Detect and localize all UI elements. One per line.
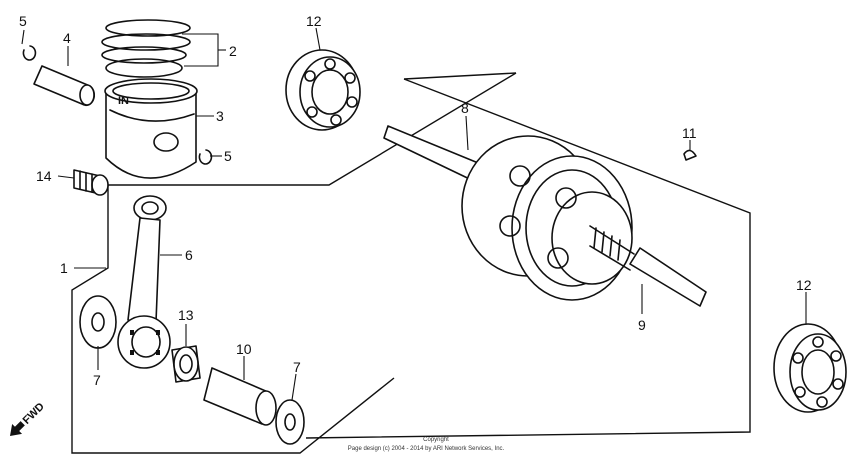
callout-13: 13 (178, 307, 194, 323)
crankshaft-bearing-top[interactable] (285, 49, 361, 131)
piston-pin-clip[interactable] (198, 149, 213, 165)
thrust-washer-right[interactable] (275, 399, 305, 445)
fwd-label: FWD (21, 401, 47, 427)
crankshaft-assembly[interactable] (383, 125, 707, 307)
crankshaft-bearing-bottom[interactable] (773, 323, 847, 413)
callout-12: 12 (306, 13, 322, 29)
crank-pin[interactable] (203, 367, 277, 426)
copyright-notice: Page design (c) 2004 - 2014 by ARI Netwo… (348, 446, 505, 452)
callout-11: 11 (682, 125, 697, 141)
copyright-title: Copyright (423, 437, 449, 443)
svg-text:IN: IN (118, 95, 129, 107)
thrust-washer-left[interactable] (79, 295, 117, 349)
callout-7: 7 (293, 359, 301, 375)
woodruff-key[interactable] (683, 149, 697, 161)
callout-12: 12 (796, 277, 812, 293)
callout-5: 5 (19, 13, 27, 29)
callout-10: 10 (236, 341, 252, 357)
piston-ring-set[interactable] (101, 19, 191, 78)
assembly-frame (71, 72, 517, 454)
callout-5: 5 (224, 148, 232, 164)
piston-pin-clip[interactable] (22, 45, 37, 61)
callout-9: 9 (638, 317, 646, 333)
piston[interactable]: IN (104, 78, 198, 179)
forward-arrow-icon: FWD (10, 401, 47, 436)
callout-1: 1 (60, 260, 68, 276)
callout-7: 7 (93, 372, 101, 388)
connecting-rod[interactable] (117, 195, 171, 369)
callout-6: 6 (185, 247, 193, 263)
callout-2: 2 (229, 43, 237, 59)
callout-3: 3 (216, 108, 224, 124)
callout-14: 14 (36, 168, 52, 184)
assembly-frame-right (305, 78, 751, 439)
callout-4: 4 (63, 30, 71, 46)
needle-bearing-big-end[interactable] (171, 345, 201, 383)
needle-bearing-small-end[interactable] (73, 169, 109, 196)
callout-8: 8 (461, 100, 469, 116)
piston-pin[interactable] (33, 65, 95, 107)
